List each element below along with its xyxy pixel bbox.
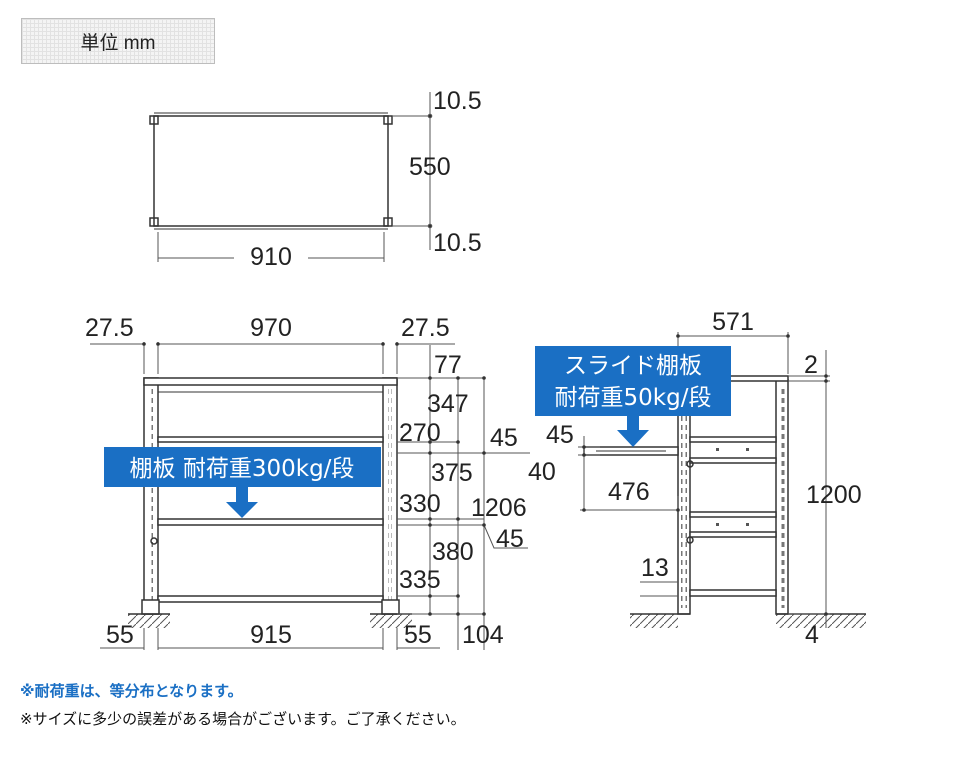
top-thickness-lower: 10.5 (433, 229, 482, 257)
front-shelf-bottom (157, 595, 384, 603)
front-view (141, 377, 400, 615)
top-depth: 550 (409, 153, 451, 181)
unit-label-box: 単位 mm (21, 18, 215, 64)
front-foot-right: 55 (404, 621, 432, 649)
front-h270: 270 (399, 419, 441, 447)
side-callout-line2: 耐荷重50kg/段 (555, 385, 712, 411)
front-side-right: 27.5 (401, 314, 450, 342)
side-depth: 571 (712, 308, 754, 336)
front-span: 915 (250, 621, 292, 649)
front-h45-top: 45 (490, 424, 518, 452)
front-ground-right (370, 614, 412, 628)
front-h335: 335 (399, 566, 441, 594)
side-dim-dots (582, 334, 828, 616)
front-shelf-2 (157, 436, 384, 443)
front-dim-dots (142, 342, 486, 616)
front-h330: 330 (399, 490, 441, 518)
front-inner-width: 970 (250, 314, 292, 342)
side-callout-line1: スライド棚板 (564, 353, 702, 379)
side-ground-right (776, 614, 866, 628)
front-shelf-3 (157, 518, 384, 526)
side-holes (716, 448, 749, 526)
unit-label: 単位 mm (80, 32, 156, 54)
front-callout-box (104, 447, 381, 487)
side-view-dims (578, 332, 830, 628)
front-callout-arrow-icon (226, 487, 258, 518)
side-callout: スライド棚板 耐荷重50kg/段 (535, 346, 731, 447)
note-load: ※耐荷重は、等分布となります。 (20, 682, 243, 700)
side-d45: 45 (546, 421, 574, 449)
front-view-dims (90, 342, 530, 650)
note-size: ※サイズに多少の誤差がある場合がございます。ご了承ください。 (20, 710, 466, 728)
front-h380: 380 (432, 538, 474, 566)
side-d13: 13 (641, 554, 669, 582)
top-thickness-upper: 10.5 (433, 87, 482, 115)
front-h375: 375 (431, 459, 473, 487)
front-callout: 棚板 耐荷重300kg/段 (104, 447, 381, 518)
front-ground-left (128, 614, 170, 628)
side-d4: 4 (805, 621, 819, 649)
top-view-frame (153, 115, 389, 227)
top-width: 910 (250, 243, 292, 271)
front-shelf-top (143, 377, 398, 386)
top-view-dims (157, 92, 433, 262)
front-h104: 104 (462, 621, 504, 649)
front-h347: 347 (427, 390, 469, 418)
front-foot-left: 55 (106, 621, 134, 649)
side-d40: 40 (528, 458, 556, 486)
side-d476: 476 (608, 478, 650, 506)
front-callout-text: 棚板 耐荷重300kg/段 (130, 456, 355, 482)
front-h1206: 1206 (471, 494, 527, 522)
top-view (149, 112, 393, 230)
side-callout-box (535, 346, 731, 416)
side-h1200: 1200 (806, 481, 862, 509)
front-side-left: 27.5 (85, 314, 134, 342)
front-h45-mid: 45 (496, 525, 524, 553)
side-top2: 2 (804, 351, 818, 379)
front-h77: 77 (434, 351, 462, 379)
side-callout-arrow-icon (617, 416, 649, 447)
side-ground-left (630, 614, 678, 628)
